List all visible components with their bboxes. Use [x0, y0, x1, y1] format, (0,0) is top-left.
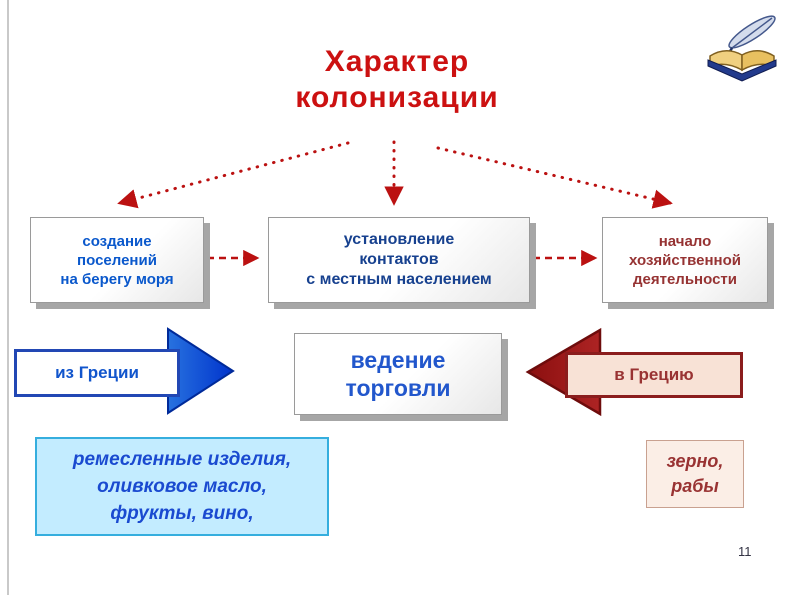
dotted-arrow-right — [436, 146, 673, 209]
quill-and-open-book-icon — [707, 15, 777, 82]
imports-goods-box: зерно, рабы — [646, 440, 744, 508]
slide-title-line1: Характер — [324, 45, 470, 78]
slide-left-border — [7, 0, 9, 595]
trade-box: ведение торговли — [294, 333, 502, 415]
settlements-box: создание поселений на берегу моря — [30, 217, 204, 303]
dotted-arrow-left — [117, 141, 350, 209]
slide-title: Характер колонизации — [0, 44, 794, 116]
economic-activity-box: начало хозяйственной деятельности — [602, 217, 768, 303]
exports-goods-box: ремесленные изделия, оливковое масло, фр… — [35, 437, 329, 536]
page-number: 11 — [738, 544, 752, 559]
from-greece-label-box: из Греции — [14, 349, 180, 397]
slide-title-line2: колонизации — [295, 81, 499, 114]
to-greece-label-box: в Грецию — [565, 352, 743, 398]
contacts-box: установление контактов с местным населен… — [268, 217, 530, 303]
